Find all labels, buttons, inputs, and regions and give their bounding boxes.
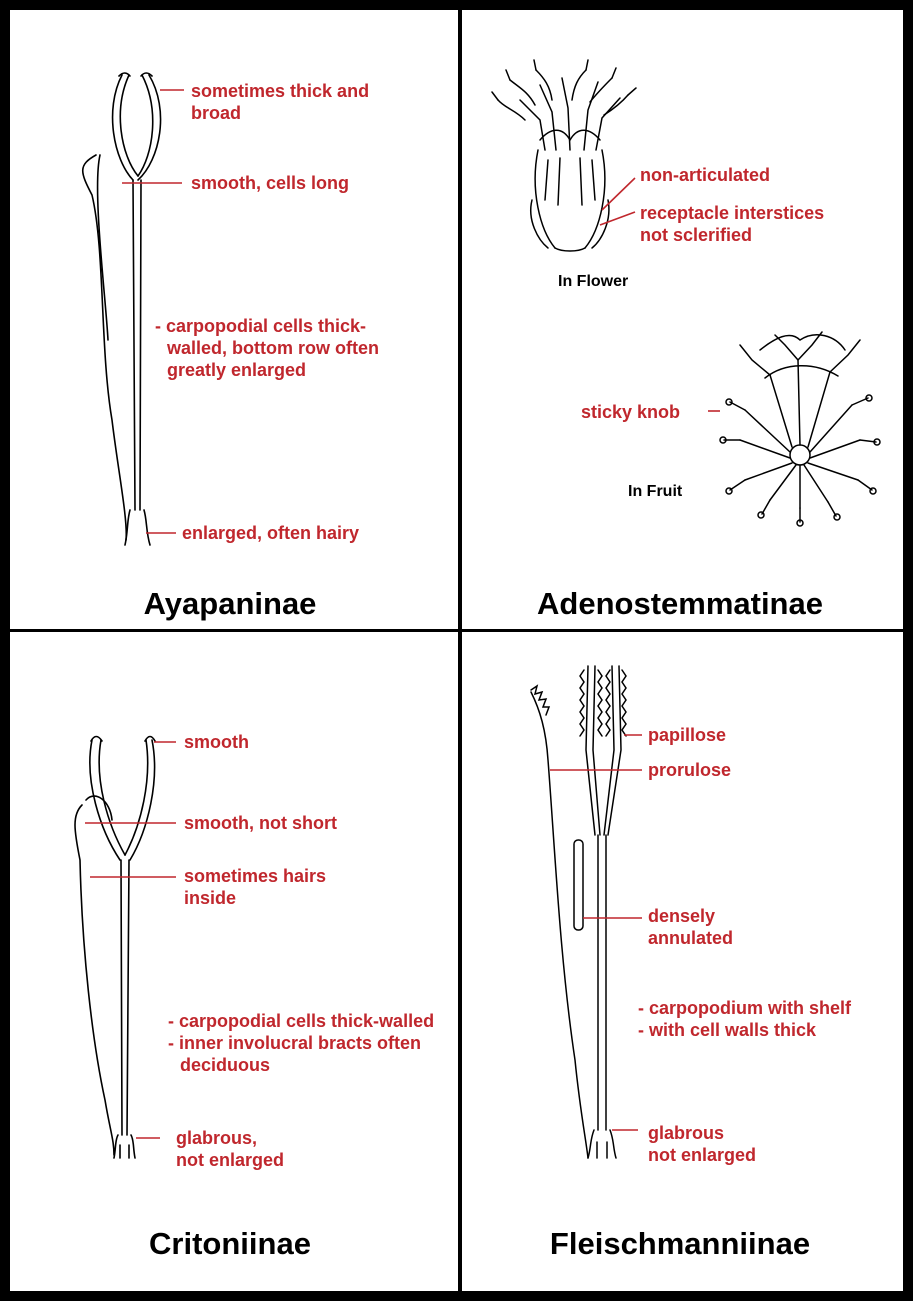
label-hairs-1: sometimes hairs: [184, 865, 326, 887]
label-densely-1: densely: [648, 905, 715, 927]
title-ayapaninae: Ayapaninae: [60, 586, 400, 622]
label-receptacle-2: not sclerified: [640, 224, 752, 246]
label-carpopodial-1: - carpopodial cells thick-walled: [168, 1010, 434, 1032]
adenostemmatinae-flower-drawing: [492, 60, 636, 251]
title-fleischmanniinae: Fleischmanniinae: [505, 1226, 855, 1262]
label-carpopodial-2: - inner involucral bracts often: [168, 1032, 421, 1054]
label-carpopodium-1: - carpopodium with shelf: [638, 997, 851, 1019]
label-prorulose: prorulose: [648, 759, 731, 781]
title-critoniinae: Critoniinae: [60, 1226, 400, 1262]
critoniinae-style-drawing: [75, 737, 155, 1159]
label-glabrous-2: not enlarged: [176, 1149, 284, 1171]
label-carpopodial-3: greatly enlarged: [167, 359, 306, 381]
label-in-flower: In Flower: [558, 272, 628, 292]
label-carpopodium-2: - with cell walls thick: [638, 1019, 816, 1041]
label-enlarged-hairy: enlarged, often hairy: [182, 522, 359, 544]
label-in-fruit: In Fruit: [628, 482, 682, 502]
label-carpopodial-2: walled, bottom row often: [167, 337, 379, 359]
label-carpopodial-1: - carpopodial cells thick-: [155, 315, 366, 337]
label-densely-2: annulated: [648, 927, 733, 949]
label-glabrous-2: not enlarged: [648, 1144, 756, 1166]
label-thick-broad-1: sometimes thick and: [191, 80, 369, 102]
label-non-articulated: non-articulated: [640, 164, 770, 186]
label-smooth-cells-long: smooth, cells long: [191, 172, 349, 194]
adenostemmatinae-leader-receptacle: [600, 212, 635, 225]
label-carpopodial-3: deciduous: [180, 1054, 270, 1076]
label-papillose: papillose: [648, 724, 726, 746]
label-sticky-knob: sticky knob: [581, 401, 680, 423]
label-hairs-2: inside: [184, 887, 236, 909]
adenostemmatinae-fruit-drawing: [720, 332, 880, 526]
label-glabrous-1: glabrous: [648, 1122, 724, 1144]
label-smooth-not-short: smooth, not short: [184, 812, 337, 834]
label-receptacle-1: receptacle interstices: [640, 202, 824, 224]
label-thick-broad-2: broad: [191, 102, 241, 124]
title-adenostemmatinae: Adenostemmatinae: [505, 586, 855, 622]
adenostemmatinae-leader-nonarticulated: [602, 178, 635, 210]
fleischmanniinae-style-drawing: [531, 666, 626, 1158]
label-glabrous-1: glabrous,: [176, 1127, 257, 1149]
label-smooth: smooth: [184, 731, 249, 753]
ayapaninae-style-drawing: [83, 73, 161, 545]
